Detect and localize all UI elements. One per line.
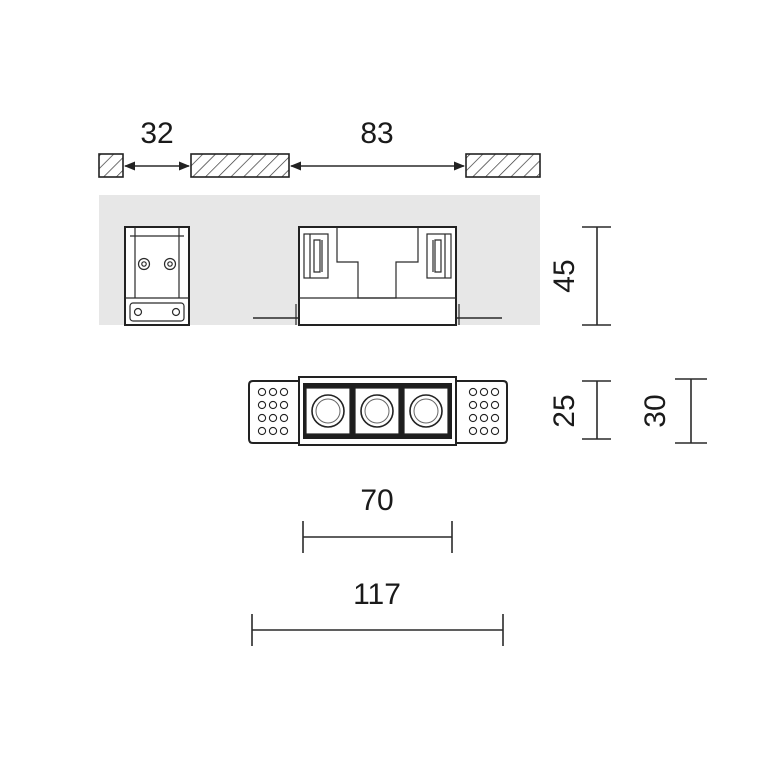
dimension-body-depth: 25 (548, 380, 611, 440)
dim-label-height: 45 (548, 259, 581, 292)
screw-left (137, 257, 151, 271)
flange-hole (257, 400, 267, 410)
flange-hole (479, 413, 489, 423)
dimension-flange-depth: 30 (639, 378, 707, 444)
flange-hole (268, 387, 278, 397)
flange-hole (479, 387, 489, 397)
dim-label-gap-width: 32 (140, 117, 173, 150)
led-lens (360, 394, 394, 428)
led-lens (311, 394, 345, 428)
flange-hole (468, 400, 478, 410)
flange-hole (468, 426, 478, 436)
dim-label-cutout-width: 83 (360, 117, 393, 150)
hatched-block-right (465, 153, 541, 178)
led-lens-inner (364, 398, 390, 424)
dim-label-flange-depth: 30 (639, 394, 672, 427)
led-lens-inner (413, 398, 439, 424)
front-view (253, 226, 502, 326)
flange-hole (268, 400, 278, 410)
flange-hole (468, 387, 478, 397)
dimension-height: 45 (548, 226, 611, 326)
dimension-body-length: 70 (302, 484, 453, 553)
led-lens (409, 394, 443, 428)
screw-right (163, 257, 177, 271)
clip-left (303, 233, 329, 279)
dim-label-body-depth: 25 (548, 394, 581, 427)
ceiling-section: 32 83 (98, 117, 541, 178)
flange-hole (257, 387, 267, 397)
flange-hole (490, 400, 500, 410)
flange-hole (279, 426, 289, 436)
clip-right (426, 233, 452, 279)
led-lenses (305, 387, 449, 435)
hatched-block-left (98, 153, 124, 178)
flange-hole (490, 387, 500, 397)
dim-label-overall-length: 117 (353, 578, 401, 611)
flange-hole (279, 413, 289, 423)
flange-hole (468, 413, 478, 423)
flange-hole (479, 400, 489, 410)
flange-hole (490, 426, 500, 436)
flange-hole (279, 387, 289, 397)
dimension-overall-length: 117 (251, 578, 504, 646)
side-view (124, 226, 190, 326)
flange-hole (257, 426, 267, 436)
flange-hole (268, 426, 278, 436)
dim-label-body-length: 70 (360, 484, 393, 517)
flange-hole (268, 413, 278, 423)
flange-hole (479, 426, 489, 436)
flange-hole (490, 413, 500, 423)
flange-hole (257, 413, 267, 423)
flange-holes-right (468, 387, 500, 436)
led-lens-inner (315, 398, 341, 424)
plan-view (248, 376, 508, 446)
hatched-block-middle (190, 153, 290, 178)
flange-holes-left (257, 387, 289, 436)
flange-hole (279, 400, 289, 410)
